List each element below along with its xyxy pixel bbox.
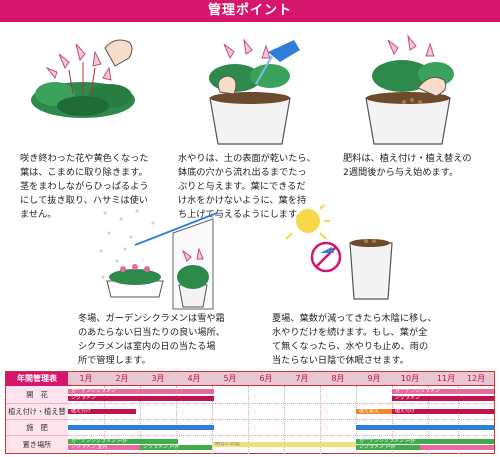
bar-place-garden-2: ガーデンシクラメン 戸外 — [356, 439, 494, 444]
bar-bloom-garden-2: ガーデンシクラメン — [392, 389, 494, 394]
month-8: 8月 — [331, 374, 345, 383]
illustration-summer — [285, 205, 393, 300]
bar-place-cyclamen-1: シクラメン 室内 — [68, 445, 140, 450]
month-7: 7月 — [295, 374, 309, 383]
month-divider — [104, 386, 105, 454]
bar-place-shade: 明るい日陰 — [212, 442, 356, 447]
month-divider — [428, 386, 429, 454]
month-1: 1月 — [79, 374, 93, 383]
month-divider — [176, 386, 177, 454]
bar-bloom-cyclamen-2: シクラメン — [392, 396, 494, 401]
bar-place-garden-1: ガーデンシクラメン 戸外 — [68, 439, 178, 444]
illustration-watering — [209, 38, 300, 145]
month-10: 10月 — [400, 374, 420, 383]
month-divider — [458, 386, 459, 454]
annual-calendar: 年間管理表 1月 2月 3月 4月 5月 6月 7月 8月 9月 10月 11月… — [5, 371, 495, 454]
bar-planting-3: 植え付け — [392, 409, 494, 414]
month-11: 11月 — [436, 374, 456, 383]
month-12: 12月 — [466, 374, 486, 383]
panel-4-caption: 冬場、ガーデンシクラメンは雪や霜のあたらない日当たりの良い場所、シクラメンは室内… — [78, 313, 225, 366]
month-6: 6月 — [259, 374, 273, 383]
bar-bloom-garden: ガーデンシクラメン — [68, 389, 214, 394]
month-divider — [248, 386, 249, 454]
illustration-winter — [99, 209, 218, 310]
bar-bloom-cyclamen: シクラメン — [68, 396, 214, 401]
bar-planting-2: 植え替え — [356, 409, 392, 414]
month-divider — [140, 386, 141, 454]
month-divider — [284, 386, 285, 454]
month-divider — [356, 386, 357, 454]
row-divider — [68, 403, 494, 404]
month-3: 3月 — [151, 374, 165, 383]
month-9: 9月 — [367, 374, 381, 383]
row-label-planting: 植え付け・植え替え — [6, 404, 68, 432]
calendar-header: 年間管理表 1月 2月 3月 4月 5月 6月 7月 8月 9月 10月 11月… — [6, 372, 494, 386]
bar-place-cyclamen-2b — [420, 445, 494, 450]
month-5: 5月 — [223, 374, 237, 383]
bar-fertilizer-2 — [356, 425, 494, 430]
month-4: 4月 — [187, 374, 201, 383]
bar-place-cyclamen-2: シクラメン 戸外 — [356, 445, 420, 450]
panel-1-caption: 咲き終わった花や黄色くなった葉は、こまめに取り除きます。茎をまわしながらひっぱる… — [20, 153, 149, 220]
panel-2-caption: 水やりは、土の表面が乾いたら、鉢底の穴から流れ出るまでたっぷりと与えます。葉にで… — [178, 153, 316, 220]
bar-fertilizer-1 — [68, 425, 214, 430]
row-divider — [68, 419, 494, 420]
calendar-header-label: 年間管理表 — [6, 372, 68, 386]
row-divider — [68, 435, 494, 436]
month-divider — [320, 386, 321, 454]
row-label-placement: 置き場所 — [6, 436, 68, 453]
bar-place-cyclamen-1b: シクラメン 戸外 — [140, 445, 212, 450]
month-divider — [392, 386, 393, 454]
row-label-fertilizer: 施 肥 — [6, 420, 68, 436]
panel-5-caption: 夏場、葉数が減ってきたら木陰に移し、水やりだけを続けます。もし、葉が全て無くなっ… — [272, 313, 437, 366]
illustration-remove-flowers — [31, 39, 135, 118]
month-divider — [212, 386, 213, 454]
row-label-bloom: 開 花 — [6, 386, 68, 404]
illustration-fertilizer — [365, 34, 454, 145]
month-2: 2月 — [115, 374, 129, 383]
page-title: 管理ポイント — [0, 0, 500, 22]
bar-planting-1: 植え付け — [68, 409, 136, 414]
